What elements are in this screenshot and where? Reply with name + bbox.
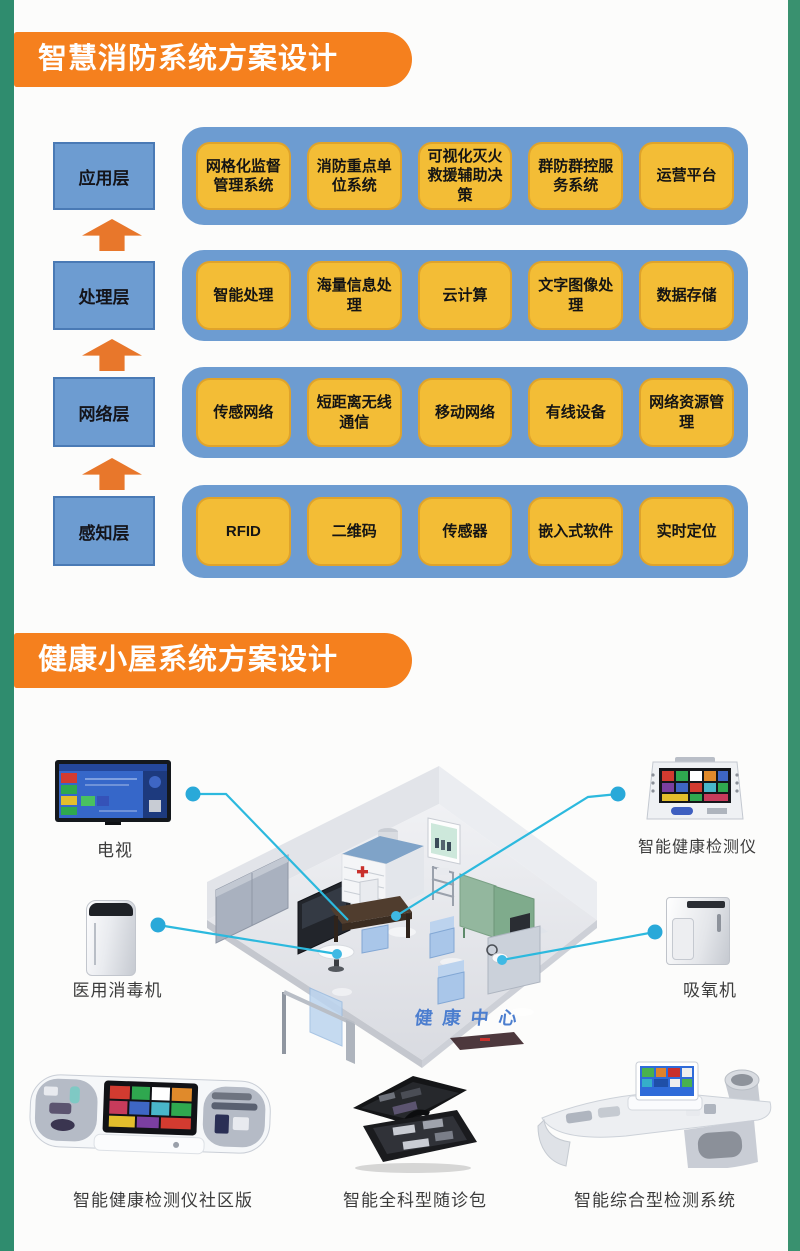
layer-label-network: 网络层 bbox=[53, 377, 155, 447]
health-detector-label: 智能健康检测仪 bbox=[637, 839, 757, 856]
right-green-strip bbox=[788, 0, 800, 1251]
fire-section-title: 智慧消防系统方案设计 bbox=[38, 43, 339, 75]
module-box: 嵌入式软件 bbox=[528, 497, 624, 566]
module-box: 群防群控服务系统 bbox=[528, 142, 624, 210]
layer-label-processing: 处理层 bbox=[53, 261, 155, 330]
module-box: 传感网络 bbox=[196, 378, 291, 447]
layer-label-application: 应用层 bbox=[53, 142, 155, 210]
health-section-title-banner: 健康小屋系统方案设计 bbox=[14, 633, 412, 688]
disinfector-label: 医用消毒机 bbox=[72, 981, 163, 1000]
doctor-desk bbox=[330, 878, 412, 954]
door bbox=[282, 990, 355, 1064]
layer-label-perception: 感知层 bbox=[53, 496, 155, 566]
module-box: 网络资源管理 bbox=[639, 378, 734, 447]
module-box: RFID bbox=[196, 497, 291, 566]
chair bbox=[309, 916, 465, 1047]
module-box: 短距离无线通信 bbox=[306, 378, 402, 447]
community-console-device bbox=[25, 1068, 275, 1173]
up-arrow-icon bbox=[82, 458, 142, 490]
module-box: 实时定位 bbox=[639, 497, 734, 566]
detection-desk-label: 智能综合型检测系统 bbox=[574, 1191, 736, 1210]
module-box: 移动网络 bbox=[417, 378, 513, 447]
tv-label: 电视 bbox=[97, 841, 133, 860]
disinfector-device bbox=[86, 900, 136, 976]
portable-kit-label: 智能全科型随诊包 bbox=[343, 1191, 487, 1210]
module-box: 智能处理 bbox=[196, 261, 291, 330]
up-arrow-icon bbox=[82, 219, 142, 251]
up-arrow-icon bbox=[82, 339, 142, 371]
module-box: 传感器 bbox=[417, 497, 513, 566]
health-section-title: 健康小屋系统方案设计 bbox=[38, 644, 339, 676]
room-floor-label: 健康中心 bbox=[414, 1007, 528, 1028]
tv-device bbox=[55, 760, 171, 831]
processing-layer-row: 智能处理 海量信息处理 云计算 文字图像处理 数据存储 bbox=[182, 250, 748, 341]
fire-section-title-banner: 智慧消防系统方案设计 bbox=[14, 32, 412, 87]
module-box: 可视化灭火救援辅助决策 bbox=[417, 142, 513, 210]
module-box: 数据存储 bbox=[639, 261, 734, 330]
application-layer-row: 网格化监督管理系统 消防重点单位系统 可视化灭火救援辅助决策 群防群控服务系统 … bbox=[182, 127, 748, 225]
oxygen-label: 吸氧机 bbox=[683, 981, 737, 1000]
module-box: 二维码 bbox=[306, 497, 402, 566]
module-box: 云计算 bbox=[417, 261, 513, 330]
left-green-strip bbox=[0, 0, 14, 1251]
wall-poster bbox=[427, 817, 461, 865]
module-box: 消防重点单位系统 bbox=[306, 142, 402, 210]
portable-kit-device bbox=[335, 1070, 485, 1181]
module-box: 网格化监督管理系统 bbox=[196, 142, 291, 210]
oxygen-device bbox=[666, 897, 730, 965]
health-detector-device bbox=[645, 757, 745, 840]
community-console-label: 智能健康检测仪社区版 bbox=[73, 1191, 253, 1210]
health-room-illustration: 健康中心 bbox=[207, 766, 597, 1068]
module-box: 运营平台 bbox=[639, 142, 734, 210]
module-box: 有线设备 bbox=[528, 378, 624, 447]
detection-desk-device bbox=[536, 1056, 776, 1173]
module-box: 文字图像处理 bbox=[528, 261, 624, 330]
perception-layer-row: RFID 二维码 传感器 嵌入式软件 实时定位 bbox=[182, 485, 748, 578]
network-layer-row: 传感网络 短距离无线通信 移动网络 有线设备 网络资源管理 bbox=[182, 367, 748, 458]
module-box: 海量信息处理 bbox=[306, 261, 402, 330]
